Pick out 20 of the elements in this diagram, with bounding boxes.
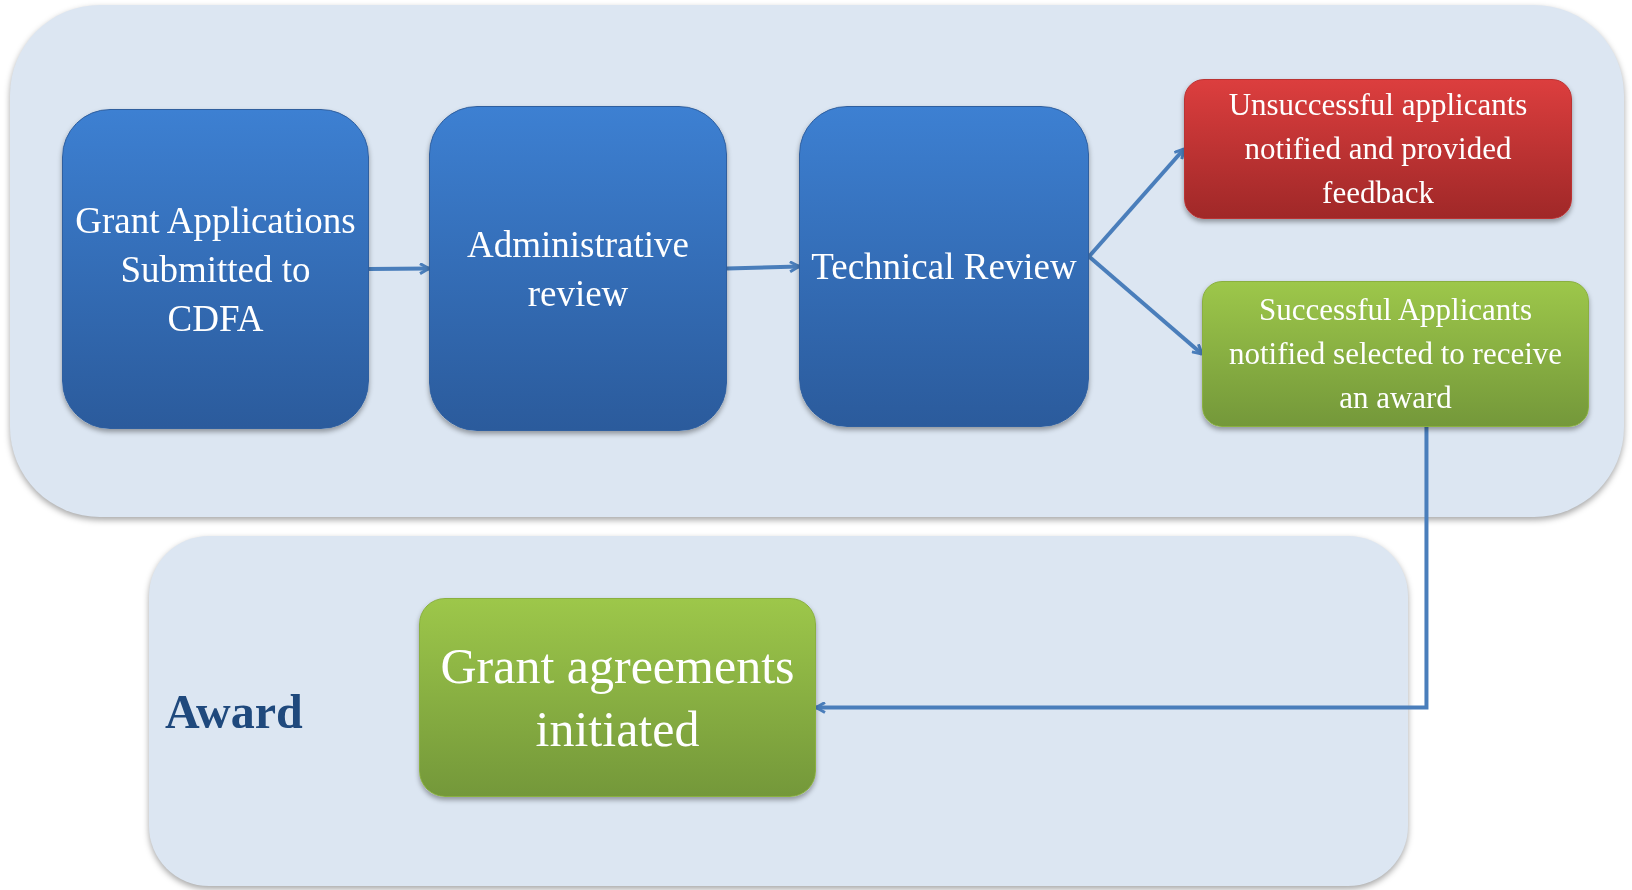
outcome-box: [1202, 281, 1589, 427]
stage-band: [10, 5, 1624, 517]
box-text: Technical Review: [811, 245, 1077, 289]
box-text: Unsuccessful applicants notified and provided feedback: [1227, 86, 1529, 212]
arrow: [726, 260, 801, 274]
process-box: [799, 106, 1089, 427]
process-box: [429, 106, 727, 431]
arrow: [1087, 255, 1204, 356]
arrow: [814, 427, 1429, 714]
box-text: Successful Applicants notified selected to receive an award: [1227, 291, 1564, 417]
process-box: [419, 598, 816, 797]
stage-band: [149, 536, 1408, 886]
box-text: Grant agreements initiated: [439, 636, 796, 759]
process-box: [62, 109, 369, 429]
box-text: Grant Applications Submitted to CDFA: [74, 198, 357, 341]
arrow: [1087, 147, 1186, 258]
arrow: [369, 262, 431, 276]
outcome-box: [1184, 79, 1572, 219]
box-text: Administrative review: [466, 222, 690, 316]
stage-label: Award: [165, 684, 303, 740]
